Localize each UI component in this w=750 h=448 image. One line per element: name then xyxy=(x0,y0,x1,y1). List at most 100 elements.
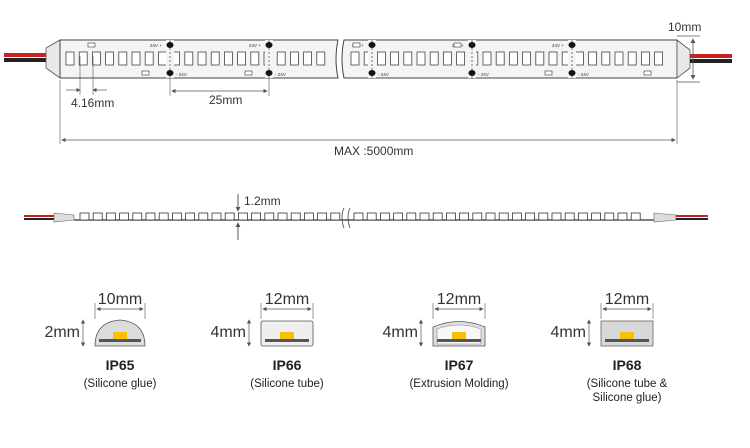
led-chip xyxy=(442,51,452,66)
side-led-chip xyxy=(211,212,222,221)
pad-positive-label: 24V + xyxy=(552,43,564,48)
side-led-chip xyxy=(379,212,390,221)
led-chip xyxy=(184,51,194,66)
side-led-chip xyxy=(630,212,641,221)
side-led-chip xyxy=(317,212,328,221)
left-end-cap xyxy=(45,39,61,79)
side-led-chip xyxy=(551,212,562,221)
led-chip xyxy=(237,51,247,66)
profile-height-label: 4mm xyxy=(210,324,246,341)
led-chip xyxy=(508,51,518,66)
side-led-chip xyxy=(525,212,535,221)
cut-point: 24V + - 24V xyxy=(552,40,589,78)
led-chip xyxy=(303,51,313,66)
led-chip xyxy=(316,51,326,66)
led-chip xyxy=(157,51,167,66)
right-wires xyxy=(690,54,732,63)
profile-description: (Extrusion Molding) xyxy=(409,378,508,390)
pad-negative-label: - 24V xyxy=(578,72,589,77)
led-chip xyxy=(105,51,114,66)
side-led-chip xyxy=(264,212,275,221)
side-led-chip xyxy=(366,212,377,221)
side-led-chip xyxy=(277,212,288,221)
profile-height-label: 2mm xyxy=(44,324,80,341)
led-chip xyxy=(429,51,439,66)
led-chip xyxy=(92,51,101,66)
pad-negative-label: - 24V xyxy=(275,72,286,77)
profile-width-label: 12mm xyxy=(265,291,309,308)
pad-negative-label: - 24V xyxy=(176,72,187,77)
pitch-dimension-label: 4.16mm xyxy=(71,96,114,110)
profile-description-line2: Silicone glue) xyxy=(592,392,661,404)
break-mark xyxy=(341,207,351,229)
led-chip xyxy=(403,51,413,66)
side-led-chip xyxy=(290,212,301,221)
total-length-label: MAX :5000mm xyxy=(334,144,413,158)
side-led-chip xyxy=(617,212,628,221)
pad-negative-label: - 24V xyxy=(378,72,389,77)
side-led-chip xyxy=(237,212,248,221)
side-led-chip xyxy=(432,212,443,221)
cut-point: 24V +- 24V xyxy=(150,40,187,78)
profile-height-label: 4mm xyxy=(382,324,418,341)
pcb-layer xyxy=(265,339,309,342)
ip-rating-label: IP67 xyxy=(445,357,474,373)
right-end-cap xyxy=(676,39,691,79)
led-chip xyxy=(144,51,154,66)
profile-height-label: 4mm xyxy=(550,324,586,341)
led-chip-yellow xyxy=(280,332,294,339)
led-chip xyxy=(65,51,75,66)
led-chip xyxy=(627,51,637,66)
side-led-chip xyxy=(79,212,90,221)
led-chip xyxy=(276,51,286,66)
ip-rating-label: IP66 xyxy=(273,357,302,373)
led-chip xyxy=(390,51,400,66)
resistor xyxy=(352,42,361,48)
led-chip xyxy=(223,51,233,66)
side-led-chip xyxy=(224,212,235,221)
led-chip xyxy=(210,51,220,66)
led-chip xyxy=(456,51,466,66)
led-chip xyxy=(548,51,558,66)
side-led-chip xyxy=(119,212,129,221)
led-chip-yellow xyxy=(452,332,466,339)
cut-point: 24V + - 24V xyxy=(249,40,286,78)
profile-description: (Silicone tube & xyxy=(587,378,668,390)
side-led-chip xyxy=(459,212,470,221)
side-led-chip xyxy=(145,212,156,221)
side-led-chip xyxy=(171,212,182,221)
pcb-layer xyxy=(99,339,141,342)
left-wires xyxy=(4,53,48,62)
led-chip xyxy=(495,51,505,66)
profile-width-label: 10mm xyxy=(98,291,142,308)
ip-rating-label: IP68 xyxy=(613,357,642,373)
resistor xyxy=(244,70,253,76)
side-led-chip xyxy=(198,212,209,221)
cut-length-label: 25mm xyxy=(209,93,242,107)
ip-rating-label: IP65 xyxy=(106,357,135,373)
led-chip xyxy=(535,51,545,66)
side-led-chip xyxy=(591,212,601,221)
led-chip xyxy=(601,51,611,66)
led-chip xyxy=(416,51,426,66)
side-led-chip xyxy=(406,212,417,221)
led-chip xyxy=(641,51,650,66)
side-led-chip xyxy=(106,212,116,221)
strip-side-view: 1.2mm xyxy=(24,194,708,240)
profile-width-label: 12mm xyxy=(605,291,649,308)
side-led-chip xyxy=(158,212,169,221)
led-chip xyxy=(289,51,299,66)
led-chip xyxy=(654,51,663,66)
led-chip xyxy=(250,51,260,66)
resistor xyxy=(643,70,652,76)
side-led-chip xyxy=(472,212,483,221)
pad-positive-label: 24V + xyxy=(249,43,261,48)
side-led-chip xyxy=(393,212,404,221)
side-led-chip xyxy=(419,212,430,221)
